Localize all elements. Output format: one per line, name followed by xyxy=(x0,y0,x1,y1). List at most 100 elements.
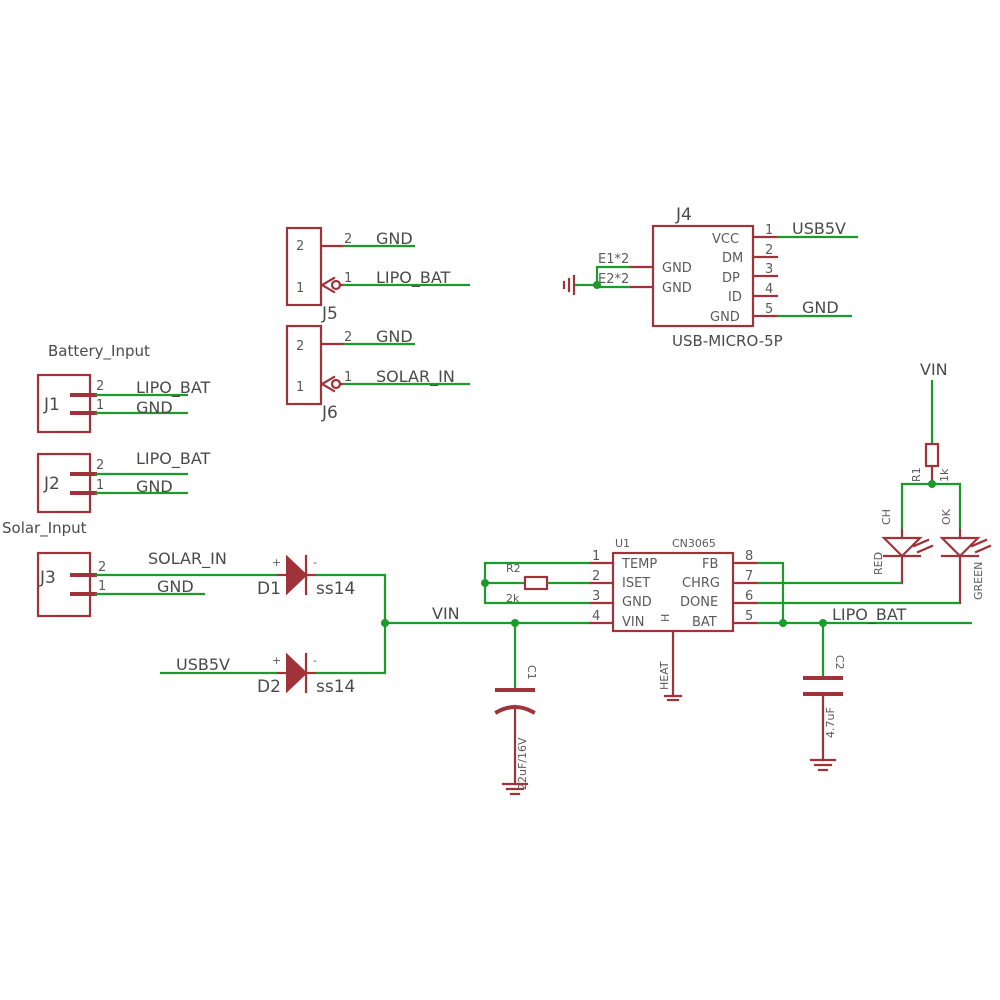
capacitor-c2: C2 4.7uF xyxy=(803,623,846,772)
connector-j6: 2 1 2 1 GND SOLAR_IN J6 xyxy=(285,324,470,423)
u1-bat: BAT xyxy=(692,615,717,630)
led-ch-red: CH RED xyxy=(872,509,934,585)
j2-lipo-net: LIPO_BAT xyxy=(136,449,211,469)
j4-usb5v-net: USB5V xyxy=(792,219,846,238)
j4-e1-label: E1*2 xyxy=(598,252,629,267)
j4-pin5: 5 xyxy=(765,302,773,317)
capacitor-c1: C1 22uF/16V xyxy=(494,623,538,796)
j2-gnd-net: GND xyxy=(136,477,173,496)
led-ok-green: OK GREEN xyxy=(939,508,992,605)
c1-ref: C1 xyxy=(525,665,538,680)
usb-micro-j4: J4 USB-MICRO-5P GND GND VCC DM DP ID GND… xyxy=(562,205,858,350)
d1-out-wire xyxy=(316,573,387,623)
c2-ref: C2 xyxy=(833,655,846,670)
u1-temp: TEMP xyxy=(621,557,657,572)
j6-pin1-num: 1 xyxy=(344,370,352,385)
j5-pin1-notch xyxy=(319,276,336,294)
u1-done: DONE xyxy=(680,595,718,610)
j2-body xyxy=(36,452,92,514)
j5-ref: J5 xyxy=(321,304,338,324)
j2-pin1-num: 1 xyxy=(96,478,104,493)
u1-pin7: 7 xyxy=(745,569,753,584)
d2-ref: D2 xyxy=(257,677,281,697)
u1-gnd: GND xyxy=(622,595,652,610)
j6-pin1-label: 1 xyxy=(296,380,304,395)
j4-gnd-e2: GND xyxy=(662,281,692,296)
j1-ref: J1 xyxy=(43,395,60,415)
j6-gnd-net: GND xyxy=(376,327,413,346)
connector-j1: J1 2 1 LIPO_BAT GND xyxy=(36,373,211,434)
vin-junction-1 xyxy=(381,619,389,627)
j5-pin1-circle xyxy=(330,279,342,291)
j6-solar-net: SOLAR_IN xyxy=(376,367,455,387)
u1-pin6: 6 xyxy=(745,589,753,604)
j4-pin3: 3 xyxy=(765,262,773,277)
j6-body xyxy=(285,324,323,406)
j6-ref: J6 xyxy=(321,403,338,423)
connector-j2: J2 2 1 LIPO_BAT GND xyxy=(36,449,211,514)
r1-body xyxy=(924,442,940,468)
d2-minus: - xyxy=(313,654,317,667)
connector-j3: J3 2 1 SOLAR_IN GND xyxy=(36,549,278,618)
r2-value: 2k xyxy=(506,592,520,605)
connector-j5: 2 1 2 1 GND LIPO_BAT J5 xyxy=(285,226,470,324)
j6-pin1-circle xyxy=(330,378,342,390)
j4-gnd: GND xyxy=(710,310,740,325)
r2-body xyxy=(523,575,549,591)
r2-ref: R2 xyxy=(506,562,521,575)
u1-ref: U1 xyxy=(615,537,630,550)
u1-pin8: 8 xyxy=(745,549,753,564)
d2-out-wire xyxy=(316,623,387,675)
j1-pin2-num: 2 xyxy=(96,379,104,394)
j3-ref: J3 xyxy=(39,568,56,588)
j2-ref: J2 xyxy=(43,474,60,494)
bat-junction-1 xyxy=(779,619,787,627)
d1-minus: - xyxy=(313,556,317,569)
led-ok-triangle xyxy=(939,536,981,558)
j6-pin2-label: 2 xyxy=(296,339,304,354)
led-red-label: RED xyxy=(872,552,885,575)
j4-dp: DP xyxy=(722,271,740,286)
diode-d1: + - D1 ss14 xyxy=(257,554,387,623)
j6-pin2-num: 2 xyxy=(344,330,352,345)
u1-fb: FB xyxy=(702,557,718,572)
j5-lipo-net: LIPO_BAT xyxy=(376,268,451,288)
u1-vin: VIN xyxy=(622,615,644,630)
r1-junction xyxy=(928,480,936,488)
j3-body xyxy=(36,551,92,618)
j1-pin1-num: 1 xyxy=(96,398,104,413)
j3-gnd-net: GND xyxy=(157,577,194,596)
j1-body xyxy=(36,373,92,434)
j4-gnd-net: GND xyxy=(802,298,839,317)
u1-pin3: 3 xyxy=(592,589,600,604)
r1-value: 1k xyxy=(938,468,951,482)
ic-u1: U1 CN3065 TEMP ISET GND VIN FB CHRG DONE… xyxy=(588,537,759,702)
j3-solar-net: SOLAR_IN xyxy=(148,549,227,569)
j5-pin2-num: 2 xyxy=(344,232,352,247)
d2-usb5v-net: USB5V xyxy=(176,655,230,674)
vin-bus-net: VIN xyxy=(432,604,460,623)
led-ch-triangle xyxy=(881,536,923,558)
j5-pin2-label: 2 xyxy=(296,239,304,254)
j4-vcc: VCC xyxy=(712,232,739,247)
u1-pin5: 5 xyxy=(745,609,753,624)
d2-plus: + xyxy=(272,654,281,667)
u1-iset: ISET xyxy=(622,576,650,591)
j4-dm: DM xyxy=(722,251,743,266)
j5-gnd-net: GND xyxy=(376,229,413,248)
j4-shield-junction xyxy=(593,281,601,289)
j4-pin2: 2 xyxy=(765,243,773,258)
d1-triangle xyxy=(286,554,308,596)
solar-input-label: Solar_Input xyxy=(2,519,87,538)
fb-wire xyxy=(757,561,785,623)
j5-pin1-num: 1 xyxy=(344,271,352,286)
battery-input-label: Battery_Input xyxy=(48,342,150,361)
led-ok-label: OK xyxy=(940,508,953,525)
d1-ref: D1 xyxy=(257,579,281,599)
led-green-label: GREEN xyxy=(972,562,985,600)
u1-chrg: CHRG xyxy=(682,576,720,591)
j1-lipo-net: LIPO_BAT xyxy=(136,378,211,398)
u1-pin2: 2 xyxy=(592,569,600,584)
j3-pin1-num: 1 xyxy=(98,579,106,594)
